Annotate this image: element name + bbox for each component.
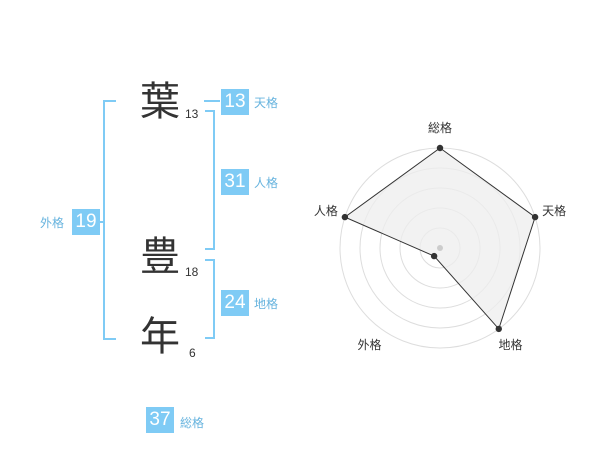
- jinkaku-bracket-bottom: [205, 248, 215, 250]
- chikaku-value: 24: [221, 290, 249, 316]
- chikaku-label: 地格: [254, 297, 279, 311]
- stroke-count-2: 18: [185, 265, 199, 279]
- jinkaku-label: 人格: [254, 176, 279, 190]
- radar-axis-label: 地格: [499, 337, 523, 352]
- tenkaku-value: 13: [221, 89, 249, 115]
- chikaku-bracket-top: [205, 259, 215, 261]
- radar-point: [495, 325, 502, 333]
- chikaku-bracket-bottom: [205, 337, 215, 339]
- radar-point: [436, 144, 444, 152]
- radar-axis-label: 天格: [542, 203, 566, 218]
- name-char-3: 年: [140, 314, 180, 360]
- soukaku-label: 総格: [180, 416, 205, 430]
- stroke-count-3: 6: [189, 346, 196, 360]
- jinkaku-value: 31: [221, 169, 249, 195]
- stroke-count-1: 13: [185, 107, 199, 121]
- name-char-1: 葉: [140, 79, 180, 125]
- radar-axis-label: 人格: [314, 203, 338, 218]
- jinkaku-bracket-vertical: [213, 110, 215, 250]
- radar-point: [531, 213, 539, 221]
- chikaku-bracket-vertical: [213, 259, 215, 339]
- gaikaku-connector: [96, 221, 104, 223]
- radar-center-dot: [437, 245, 443, 251]
- soukaku-value: 37: [146, 407, 174, 433]
- radar-point: [341, 213, 349, 221]
- tenkaku-label: 天格: [254, 96, 279, 110]
- jinkaku-bracket-top: [205, 110, 215, 112]
- gaikaku-bracket-top: [103, 100, 116, 102]
- radar-point: [430, 252, 438, 260]
- gaikaku-bracket-vertical: [103, 100, 105, 340]
- gaikaku-bracket-bottom: [103, 338, 116, 340]
- tenkaku-connector: [204, 100, 220, 102]
- gaikaku-label: 外格: [40, 216, 65, 230]
- gaikaku-value: 19: [72, 209, 100, 235]
- radar-axis-label: 総格: [428, 120, 452, 135]
- radar-axis-label: 外格: [357, 337, 381, 352]
- radar-area: [343, 147, 536, 330]
- name-char-2: 豊: [140, 234, 180, 280]
